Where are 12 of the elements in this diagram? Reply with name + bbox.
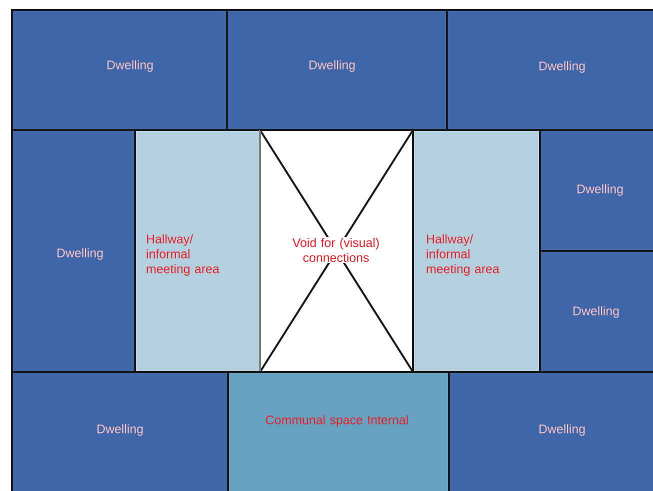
dwelling-box: Dwelling: [446, 9, 653, 131]
dwelling-box: Dwelling: [539, 250, 653, 373]
dwelling-box: Dwelling: [11, 129, 136, 373]
hallway-box: Hallway/ informal meeting area: [412, 129, 541, 373]
hallway-box: Hallway/ informal meeting area: [134, 129, 261, 373]
dwelling-box: Dwelling: [448, 371, 653, 491]
dwelling-box: Dwelling: [11, 9, 228, 131]
communal-space-box: Communal space Internal: [227, 371, 450, 491]
dwelling-box: Dwelling: [539, 129, 653, 252]
void-box: Void for (visual) connections: [259, 129, 414, 373]
dwelling-box: Dwelling: [226, 9, 448, 131]
dwelling-box: Dwelling: [11, 371, 229, 491]
